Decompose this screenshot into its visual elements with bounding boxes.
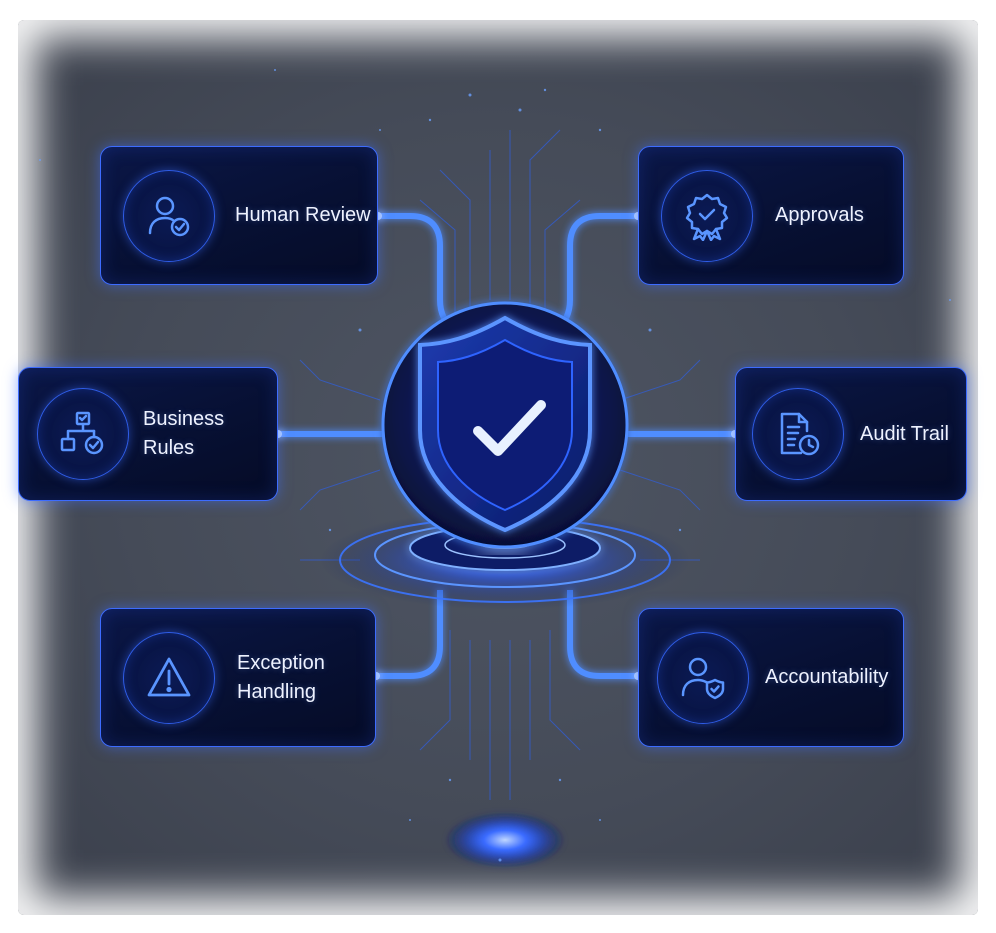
shield-check-icon <box>418 315 592 533</box>
node-business-rules[interactable]: Business Rules <box>18 367 278 501</box>
node-label: Accountability <box>765 666 889 688</box>
node-label: Business Rules <box>143 408 225 459</box>
bottom-glow <box>445 812 565 868</box>
node-accountability[interactable]: Accountability <box>638 608 904 747</box>
badge-check-icon <box>661 169 753 262</box>
node-audit-trail[interactable]: Audit Trail <box>735 367 967 501</box>
node-label: Approvals <box>775 204 864 226</box>
node-exception-handling[interactable]: Exception Handling <box>100 608 376 747</box>
particles <box>39 69 951 862</box>
user-shield-icon <box>657 631 749 724</box>
warning-triangle-icon <box>123 631 215 724</box>
user-check-icon <box>123 169 215 262</box>
flowchart-icon <box>37 388 129 480</box>
circuit-traces <box>299 129 701 800</box>
node-label: Human Review <box>235 204 371 226</box>
document-clock-icon <box>752 388 844 480</box>
node-human-review[interactable]: Human Review <box>100 146 378 285</box>
node-approvals[interactable]: Approvals <box>638 146 904 285</box>
node-label: Audit Trail <box>860 422 949 445</box>
node-label: Exception Handling <box>237 651 325 703</box>
